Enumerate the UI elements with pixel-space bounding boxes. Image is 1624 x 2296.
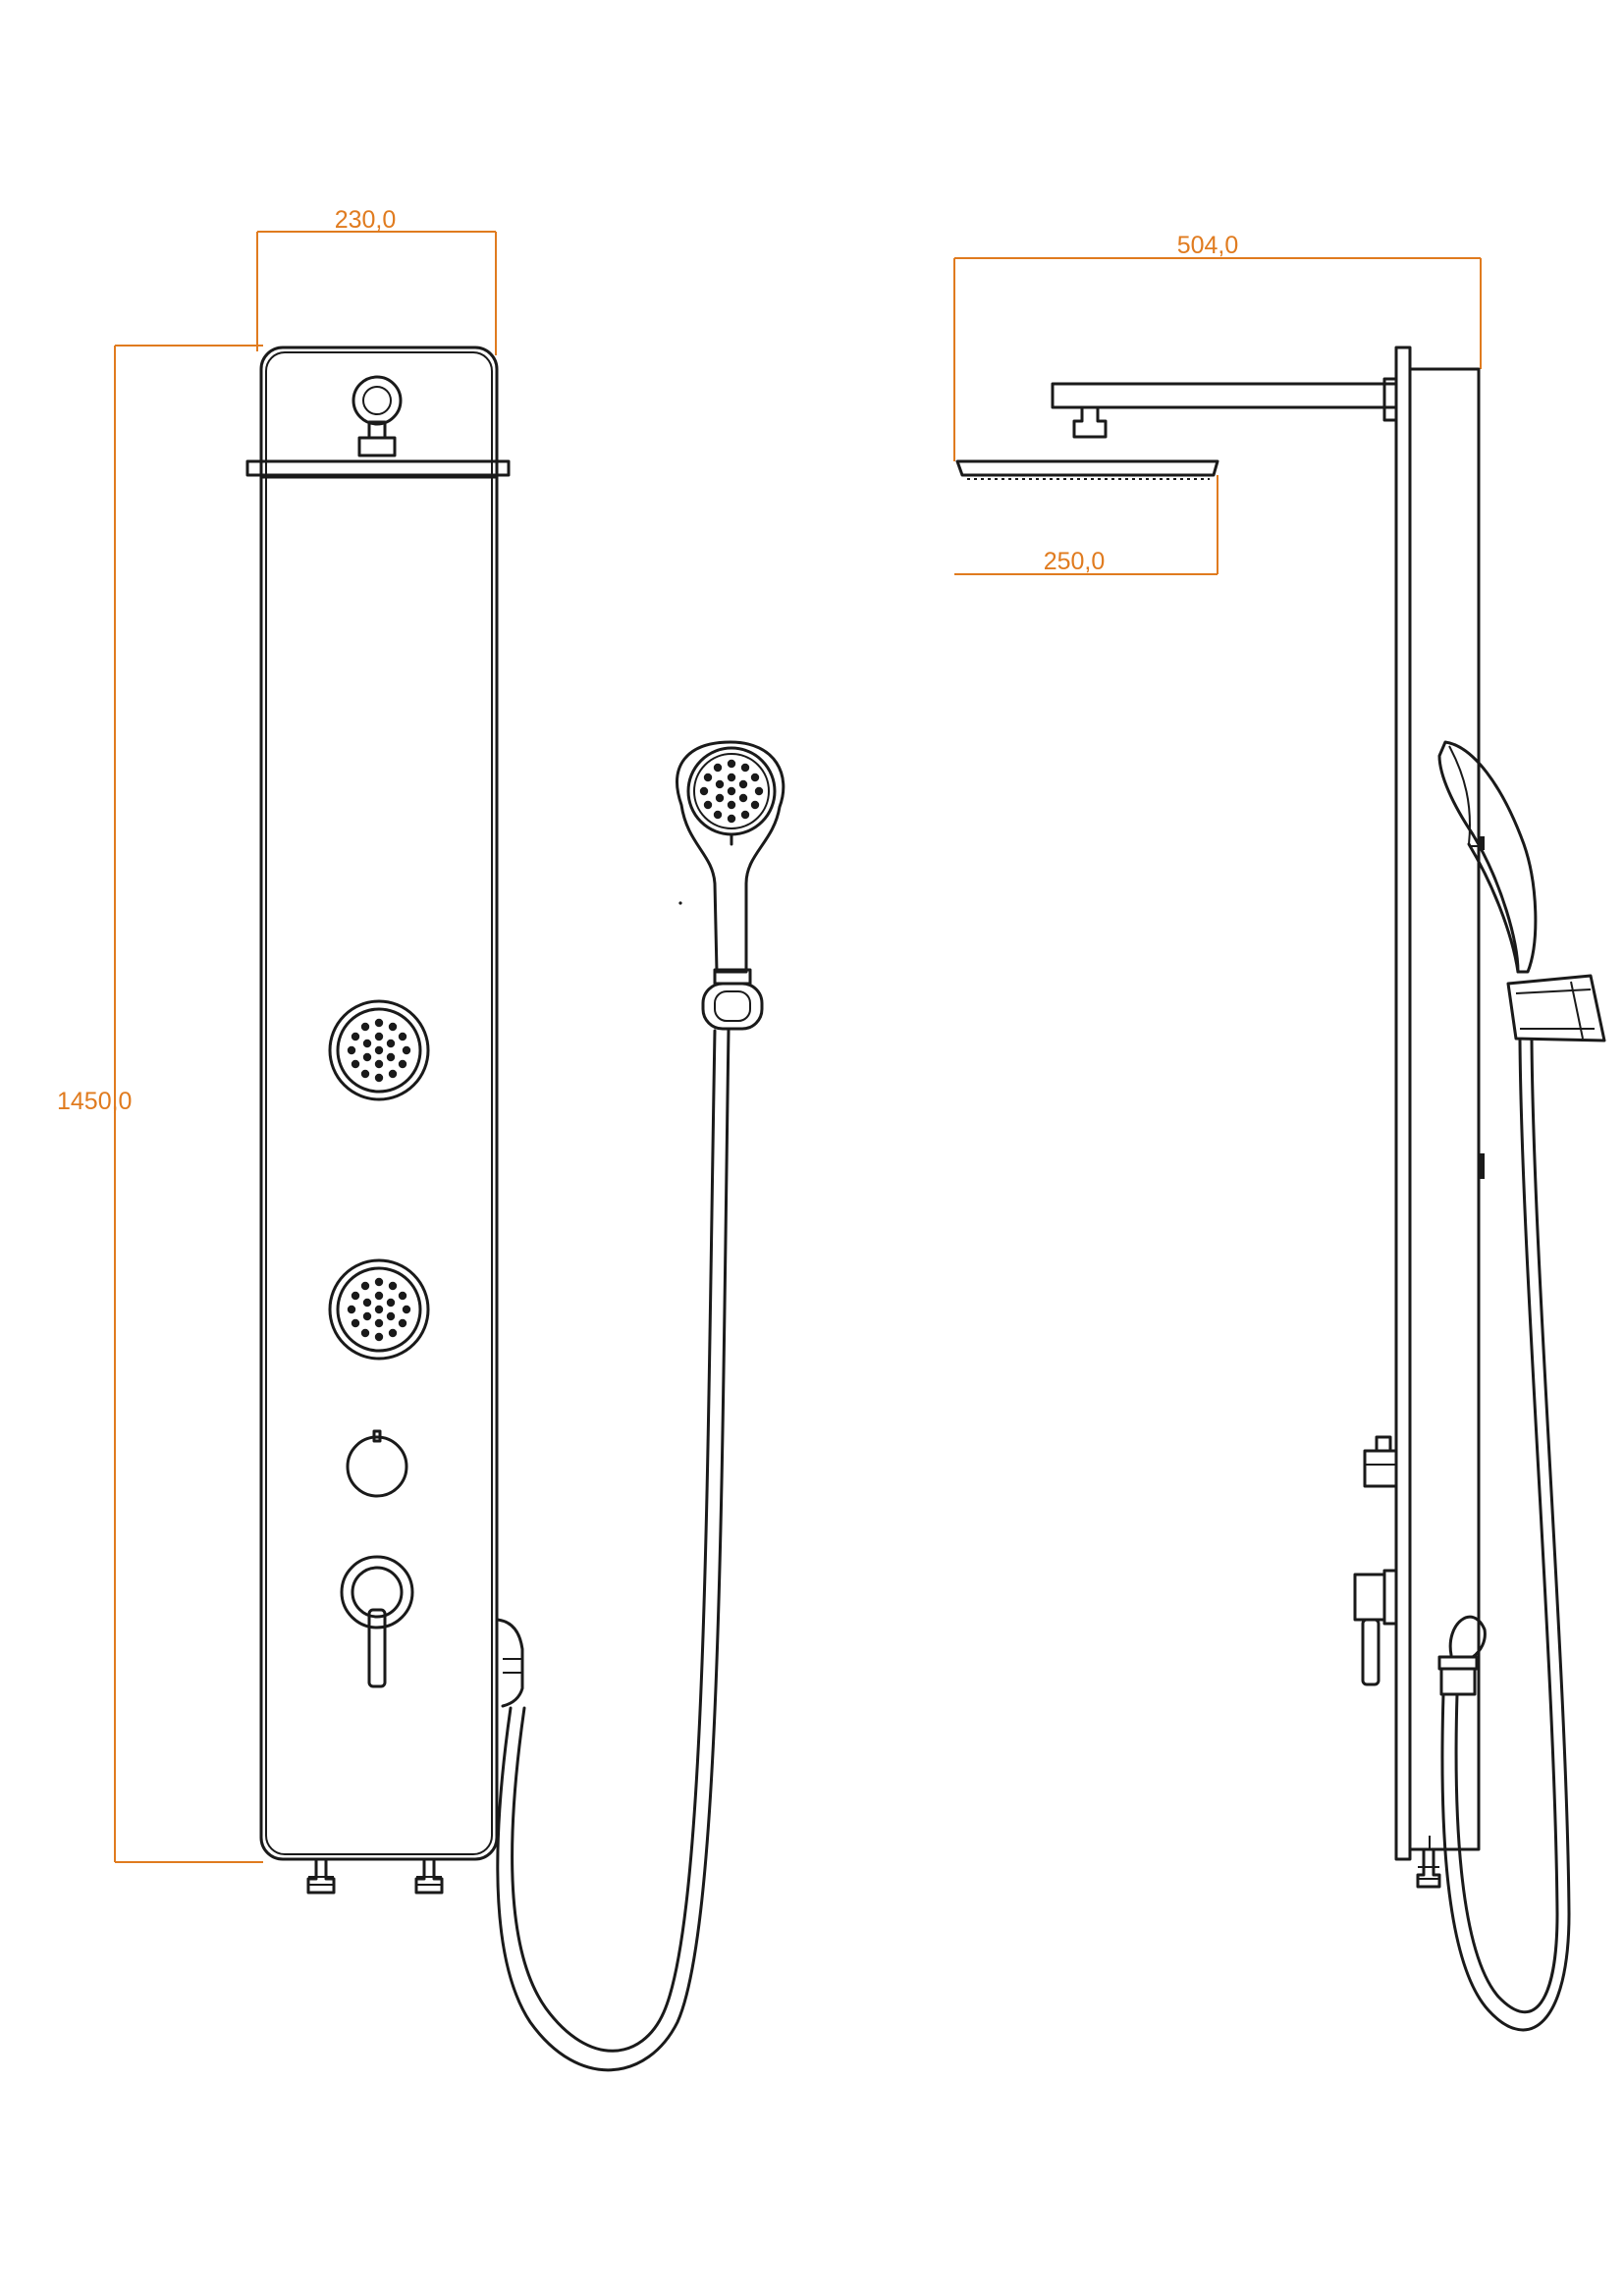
diverter-side [1363,1435,1398,1488]
depth-label: 504,0 [1177,232,1239,259]
rain-head-connector [352,375,403,457]
body-jet-lower [328,1258,430,1361]
water-inlets [306,1859,444,1895]
panel-profile [1394,346,1481,1861]
shower-hose-side [1440,1039,1571,2032]
height-label: 1450,0 [57,1088,132,1115]
side-view: 504,0 250,0 [953,232,1606,2032]
front-view: 230,0 1450,0 [57,206,785,2072]
shower-hose [496,1029,731,2072]
mixer-side [1353,1569,1398,1686]
depth-dimension: 504,0 [953,232,1482,461]
rain-head-profile [955,459,1219,480]
hose-outlet-side [1437,1615,1487,1696]
shower-arm [1051,377,1398,439]
panel-side-markers [1480,836,1485,1179]
shower-panel [259,346,499,1861]
water-inlets-side [1416,1836,1441,1889]
hand-shower [676,740,785,974]
mixer-lever [340,1555,414,1688]
width-label: 230,0 [335,206,397,234]
body-jet-upper [328,999,430,1101]
rain-shower-head [245,459,511,477]
head-label: 250,0 [1044,548,1106,575]
holder-bracket-side [1506,974,1606,1042]
hand-shower-holder [701,968,764,1031]
hose-outlet [495,1618,524,1708]
diverter-knob [346,1429,408,1498]
hand-shower-side [1437,740,1538,974]
width-dimension: 230,0 [256,206,497,355]
height-dimension: 1450,0 [57,345,263,1863]
head-dimension: 250,0 [954,475,1218,575]
